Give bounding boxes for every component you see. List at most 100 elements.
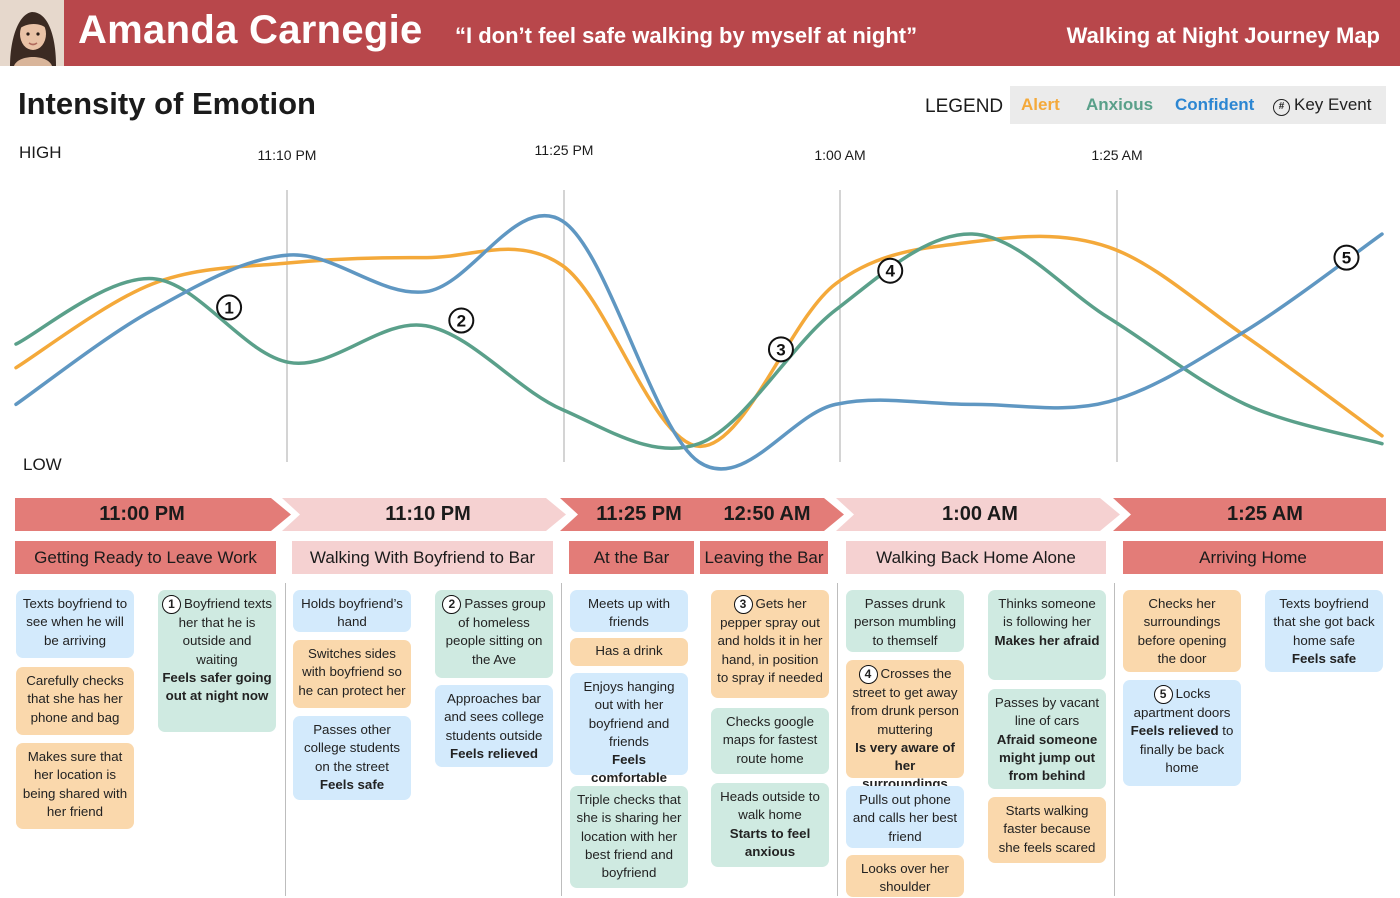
key-event-marker: 5 [1153,685,1173,704]
event-card: Starts walking faster because she feels … [988,797,1106,863]
card-emotion: Feels safer going out at night now [162,669,272,704]
event-card: Checks google maps for fastest route hom… [711,708,829,774]
key-event-circle [877,257,904,284]
card-text: Starts walking faster because she feels … [998,803,1096,855]
event-card: Switches sides with boyfriend so he can … [293,640,411,708]
event-card: Makes sure that her location is being sh… [16,743,134,829]
key-event-label: 3 [776,340,785,359]
event-card: Carefully checks that she has her phone … [16,667,134,735]
series-line-alert [14,234,1384,449]
timeline-time: 12:50 AM [723,503,811,525]
card-emotion: Afraid someone might jump out from behin… [996,731,1098,784]
card-text: Heads outside to walk home [720,789,820,823]
event-card: Triple checks that she is sharing her lo… [570,786,688,888]
key-event-marker: 2 [442,595,462,614]
card-text: Checks google maps for fastest route hom… [722,714,818,766]
key-event-label: 5 [1342,249,1351,268]
key-event-marker: 5 [1333,244,1360,271]
card-emotion: Feels safe [319,776,385,792]
card-text: Passes other college students on the str… [303,722,401,774]
card-text: Texts boyfriend to see when he will be a… [22,596,128,648]
card-text: Pulls out phone and calls her best frien… [852,792,958,844]
card-emotion: Starts to feel anxious [729,825,811,859]
key-event-marker: 2 [448,307,475,334]
card-text: Holds boyfriend’s hand [301,596,403,630]
timeline-segment-5 [1113,498,1386,531]
event-card: Pulls out phone and calls her best frien… [846,786,964,848]
series-line-confident [14,213,1384,471]
key-event-label: 2 [457,312,466,331]
timeline-segment-3 [560,498,844,531]
column-divider [837,583,838,896]
x-tick-label: 11:25 PM [534,142,594,158]
card-text: Crosses the street to get away from drun… [851,666,959,737]
x-tick-label: 1:00 AM [814,147,866,163]
legend-confident: Confident [1175,95,1255,114]
event-card: Checks her surroundings before opening t… [1123,590,1241,672]
key-event-marker: 3 [767,336,794,363]
card-emotion: Feels relieved [450,745,538,761]
card-text: Passes by vacant line of cars [994,695,1100,729]
card-text: to finally be back home [1139,723,1234,775]
section-title: Intensity of Emotion [18,86,316,121]
event-card: Passes other college students on the str… [293,716,411,800]
card-text: Locks apartment doors [1133,686,1231,720]
phase-arriving-home: Arriving Home [1123,541,1383,574]
event-card: Approaches bar and sees college students… [435,685,553,767]
timeline-segment-1 [15,498,291,531]
card-text: Switches sides with boyfriend so he can … [298,646,406,698]
x-tick-label: 1:25 AM [1091,147,1143,163]
y-label-low: LOW [23,455,62,474]
event-card: Texts boyfriend that she got back home s… [1265,590,1383,672]
event-card: Has a drink [570,638,688,666]
key-event-marker: 4 [877,257,904,284]
event-card: Enjoys hanging out with her boyfriend an… [570,673,688,785]
key-event-circle [1333,244,1360,271]
card-text: Carefully checks that she has her phone … [26,673,124,725]
legend-key-event: #Key Event [1273,95,1372,116]
timeline-time: 11:25 PM [596,503,682,525]
key-event-marker: 1 [216,294,243,321]
event-card: Looks over her shoulder [846,855,964,897]
emotion-chart: 1 2 3 4 5 [14,190,1384,471]
card-text: Thinks someone is following her [998,596,1096,630]
event-card: Meets up with friends [570,590,688,632]
persona-quote: “I don’t feel safe walking by myself at … [455,23,918,48]
phase-walking-back-alone: Walking Back Home Alone [846,541,1106,574]
phase-getting-ready: Getting Ready to Leave Work [15,541,276,574]
key-event-marker: 4 [858,665,878,684]
timeline-time: 1:00 AM [942,503,1018,525]
key-event-circle [216,294,243,321]
key-event-icon: # [1273,99,1290,116]
event-card: Holds boyfriend’s hand [293,590,411,632]
key-event-label: 1 [224,298,233,317]
column-divider [285,583,286,896]
card-emotion: Is very aware of her surroundings [855,739,955,792]
timeline-time: 11:00 PM [99,503,185,525]
legend-label: LEGEND [925,96,1004,117]
events-layer: 1 2 3 4 5 [216,244,1360,363]
card-text: Texts boyfriend that she got back home s… [1273,596,1375,648]
timeline-segment-4 [836,498,1120,531]
event-card: Passes drunk person mumbling to themself [846,590,964,652]
card-text: Approaches bar and sees college students… [444,691,544,743]
key-event-marker: 3 [733,595,753,614]
key-event-marker: 1 [162,595,182,614]
legend-alert: Alert [1021,95,1060,114]
key-event-circle [767,336,794,363]
card-text: Passes drunk person mumbling to themself [854,596,956,648]
event-card: Texts boyfriend to see when he will be a… [16,590,134,658]
timeline-time: 11:10 PM [385,503,471,525]
series-layer [14,213,1384,471]
card-text: Meets up with friends [587,596,671,630]
persona-name: Amanda Carnegie [78,8,423,52]
phase-at-the-bar: At the Bar [569,541,694,574]
x-tick-label: 11:10 PM [257,147,317,163]
card-emotion: Feels relieved [1130,723,1219,739]
card-text: Triple checks that she is sharing her lo… [576,792,682,881]
